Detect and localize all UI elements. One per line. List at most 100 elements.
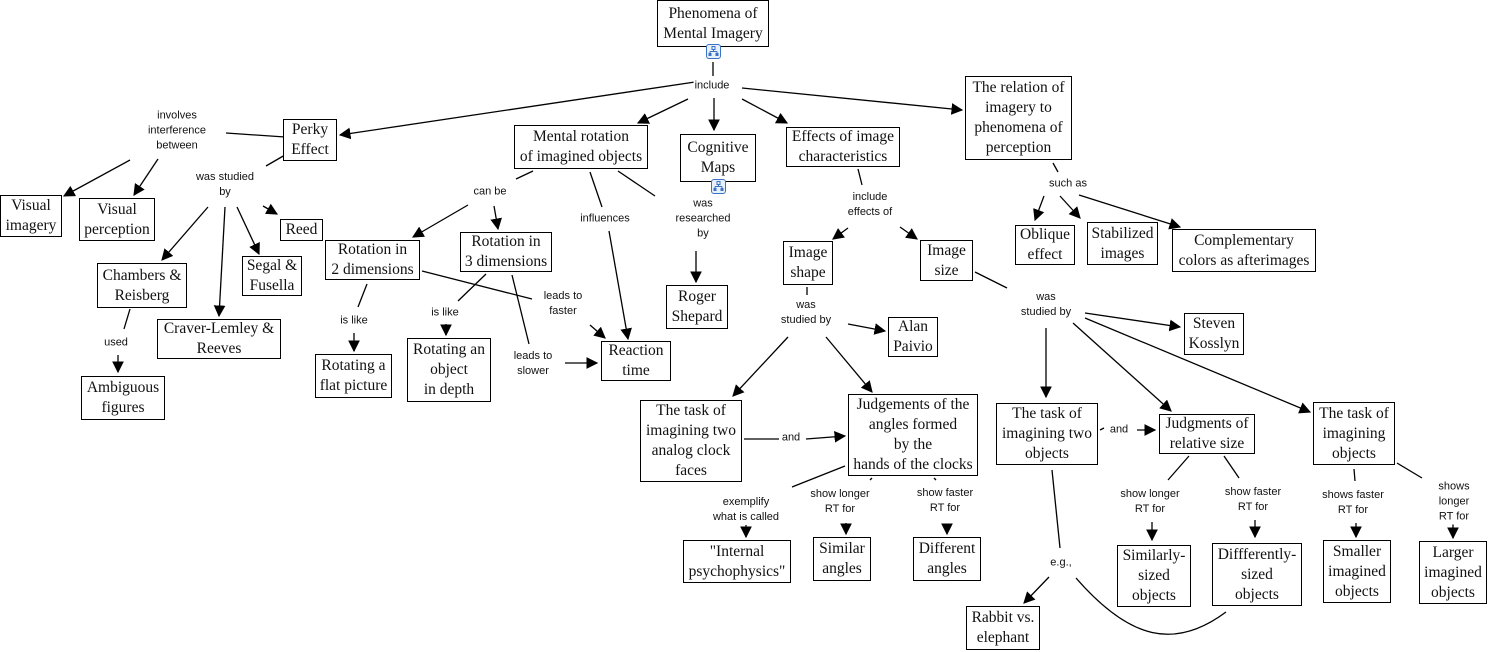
- connector-perkystudied-0: [265, 154, 286, 167]
- concept-rot3[interactable]: Rotation in 3 dimensions: [460, 232, 552, 272]
- connector-faster-1: [589, 324, 606, 339]
- submap-hierarchy-icon[interactable]: [711, 179, 726, 194]
- link-label-and2[interactable]: and: [1108, 422, 1130, 438]
- connector-includeeffects-2: [899, 226, 918, 240]
- concept-diffsized[interactable]: Diffferently- sized objects: [1212, 543, 1302, 606]
- concept-craver[interactable]: Craver-Lemley & Reeves: [157, 319, 281, 359]
- link-label-include[interactable]: include: [693, 78, 731, 94]
- concept-visimg[interactable]: Visual imagery: [0, 195, 62, 237]
- concept-rt[interactable]: Reaction time: [601, 341, 671, 381]
- concept-stabilized[interactable]: Stabilized images: [1087, 222, 1158, 265]
- concept-smaller[interactable]: Smaller imagined objects: [1323, 540, 1391, 603]
- connector-includeeffects-0: [857, 168, 863, 186]
- concept-imgobj[interactable]: The task of imagining objects: [1313, 402, 1395, 465]
- concept-complementary[interactable]: Complementary colors as afterimages: [1172, 229, 1316, 272]
- connector-include-3: [741, 98, 789, 124]
- link-label-sizestudied[interactable]: was studied by: [1019, 290, 1073, 320]
- link-label-fasterobj[interactable]: shows faster RT for: [1321, 488, 1385, 518]
- concept-visperc[interactable]: Visual perception: [79, 198, 155, 241]
- concept-perky[interactable]: Perky Effect: [283, 119, 337, 161]
- link-label-shapestudied[interactable]: was studied by: [779, 298, 833, 328]
- link-label-used[interactable]: used: [103, 335, 129, 351]
- concept-ambig[interactable]: Ambiguous figures: [81, 376, 165, 420]
- concept-shepard[interactable]: Roger Shepard: [666, 285, 728, 329]
- link-label-canbe[interactable]: can be: [472, 184, 508, 200]
- concept-judgesize[interactable]: Judgments of relative size: [1159, 414, 1255, 454]
- connector-slower-0: [511, 274, 530, 345]
- connector-eg-curve: [1075, 577, 1227, 635]
- concept-rot2[interactable]: Rotation in 2 dimensions: [325, 240, 420, 280]
- concept-depth[interactable]: Rotating an object in depth: [407, 338, 491, 402]
- concept-size[interactable]: Image size: [920, 240, 973, 281]
- concept-psycho[interactable]: "Internal psychophysics": [683, 540, 791, 583]
- link-label-influences[interactable]: influences: [579, 211, 631, 227]
- connector-islike3-0: [457, 273, 487, 302]
- link-label-islike3[interactable]: is like: [430, 305, 460, 321]
- connector-exemplify-0: [791, 465, 846, 488]
- link-label-includeeffects[interactable]: include effects of: [846, 190, 894, 220]
- connector-used-0: [123, 308, 131, 330]
- concept-simangles[interactable]: Similar angles: [813, 537, 871, 581]
- link-label-suchas[interactable]: such as: [1048, 176, 1088, 192]
- link-label-involves[interactable]: involves interference between: [146, 108, 208, 154]
- connector-suchas-2: [1059, 195, 1081, 219]
- connector-researched-0: [617, 170, 656, 197]
- link-label-eg[interactable]: e.g.,: [1049, 555, 1073, 571]
- concept-simsized[interactable]: Similarly- sized objects: [1117, 545, 1191, 607]
- concept-cogmaps[interactable]: Cognitive Maps: [680, 134, 756, 182]
- concept-relation[interactable]: The relation of imagery to phenomena of …: [965, 76, 1072, 160]
- concept-judgeangles[interactable]: Judgements of the angles formed by the h…: [848, 394, 978, 476]
- link-label-researched[interactable]: was researched by: [674, 196, 732, 242]
- link-label-longerangles[interactable]: show longer RT for: [809, 487, 871, 517]
- connector-canbe-2: [490, 205, 502, 231]
- concept-effects[interactable]: Effects of image characteristics: [786, 127, 900, 167]
- concept-chambers[interactable]: Chambers & Reisberg: [97, 263, 187, 308]
- connector-sizestudied-3: [1084, 317, 1312, 414]
- concept-oblique[interactable]: Oblique effect: [1015, 225, 1075, 265]
- connector-suchas-1: [1033, 195, 1045, 222]
- submap-hierarchy-icon[interactable]: [706, 44, 721, 59]
- connector-canbe-1: [411, 204, 469, 238]
- link-label-exemplify[interactable]: exemplify what is called: [711, 495, 781, 525]
- connector-shapestudied-2: [825, 336, 873, 393]
- concept-diffangles[interactable]: Different angles: [913, 537, 981, 581]
- link-label-islike2[interactable]: is like: [339, 313, 369, 329]
- connector-sizestudied-4: [1084, 312, 1182, 332]
- connector-sizestudied-2: [1072, 322, 1172, 412]
- connector-perkystudied-2: [213, 206, 226, 318]
- connector-and2-0: [1099, 427, 1105, 431]
- connector-longerobj-0: [1396, 462, 1423, 479]
- concept-clock[interactable]: The task of imagining two analog clock f…: [640, 400, 742, 482]
- connector-include-1: [636, 98, 689, 124]
- connector-includeeffects-1: [832, 227, 849, 240]
- connector-eg-0: [1051, 469, 1061, 549]
- concept-root[interactable]: Phenomena of Mental Imagery: [657, 0, 769, 47]
- connector-fasterobj-0: [1353, 468, 1356, 482]
- concept-mentalrot[interactable]: Mental rotation of imagined objects: [514, 125, 648, 169]
- concept-twoobj[interactable]: The task of imagining two objects: [996, 403, 1098, 465]
- connector-faster-0: [421, 270, 533, 300]
- link-label-faster[interactable]: leads to faster: [542, 289, 584, 319]
- concept-shape[interactable]: Image shape: [783, 241, 833, 285]
- connector-canbe-0: [515, 170, 534, 180]
- link-label-longerobj[interactable]: shows longer RT for: [1430, 479, 1478, 525]
- concept-flat[interactable]: Rotating a flat picture: [315, 354, 392, 398]
- connector-suchas-3: [1078, 194, 1182, 230]
- concept-kosslyn[interactable]: Steven Kosslyn: [1184, 313, 1244, 355]
- connector-and1-1: [805, 430, 847, 443]
- connector-fasterangles-0: [933, 477, 937, 481]
- link-label-longersize[interactable]: show longer RT for: [1119, 487, 1181, 517]
- connector-suchas-0: [1052, 162, 1059, 173]
- link-label-fastersize[interactable]: show faster RT for: [1223, 485, 1283, 515]
- link-label-perkystudied[interactable]: was studied by: [194, 170, 256, 200]
- concept-paivio[interactable]: Alan Paivio: [888, 317, 938, 357]
- link-label-fasterangles[interactable]: show faster RT for: [915, 486, 975, 516]
- link-label-and1[interactable]: and: [780, 430, 802, 446]
- concept-reed[interactable]: Reed: [280, 219, 323, 241]
- concept-segal[interactable]: Segal & Fusella: [242, 256, 302, 296]
- concept-rabbit[interactable]: Rabbit vs. elephant: [966, 606, 1040, 650]
- connector-perkystudied-4: [262, 203, 279, 215]
- concept-larger[interactable]: Larger imagined objects: [1419, 541, 1487, 604]
- link-label-slower[interactable]: leads to slower: [512, 349, 554, 379]
